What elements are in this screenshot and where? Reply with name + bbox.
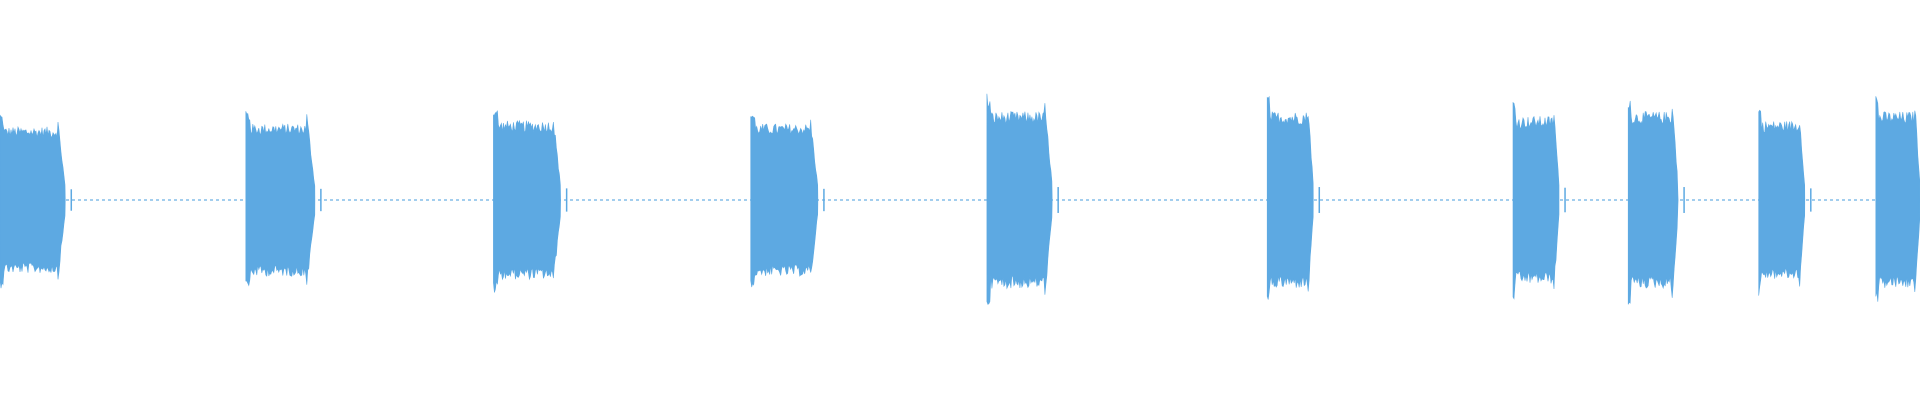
waveform-group (0, 93, 1920, 305)
waveform-burst (1758, 109, 1806, 296)
waveform-burst (986, 93, 1053, 305)
waveform-burst (245, 111, 316, 287)
waveform-burst (1512, 102, 1560, 300)
waveform-burst (0, 114, 66, 289)
waveform-burst (493, 110, 561, 293)
waveform-burst (1627, 100, 1679, 305)
waveform-burst (1266, 95, 1314, 300)
waveform-burst (750, 115, 819, 288)
waveform-burst (1875, 96, 1920, 302)
